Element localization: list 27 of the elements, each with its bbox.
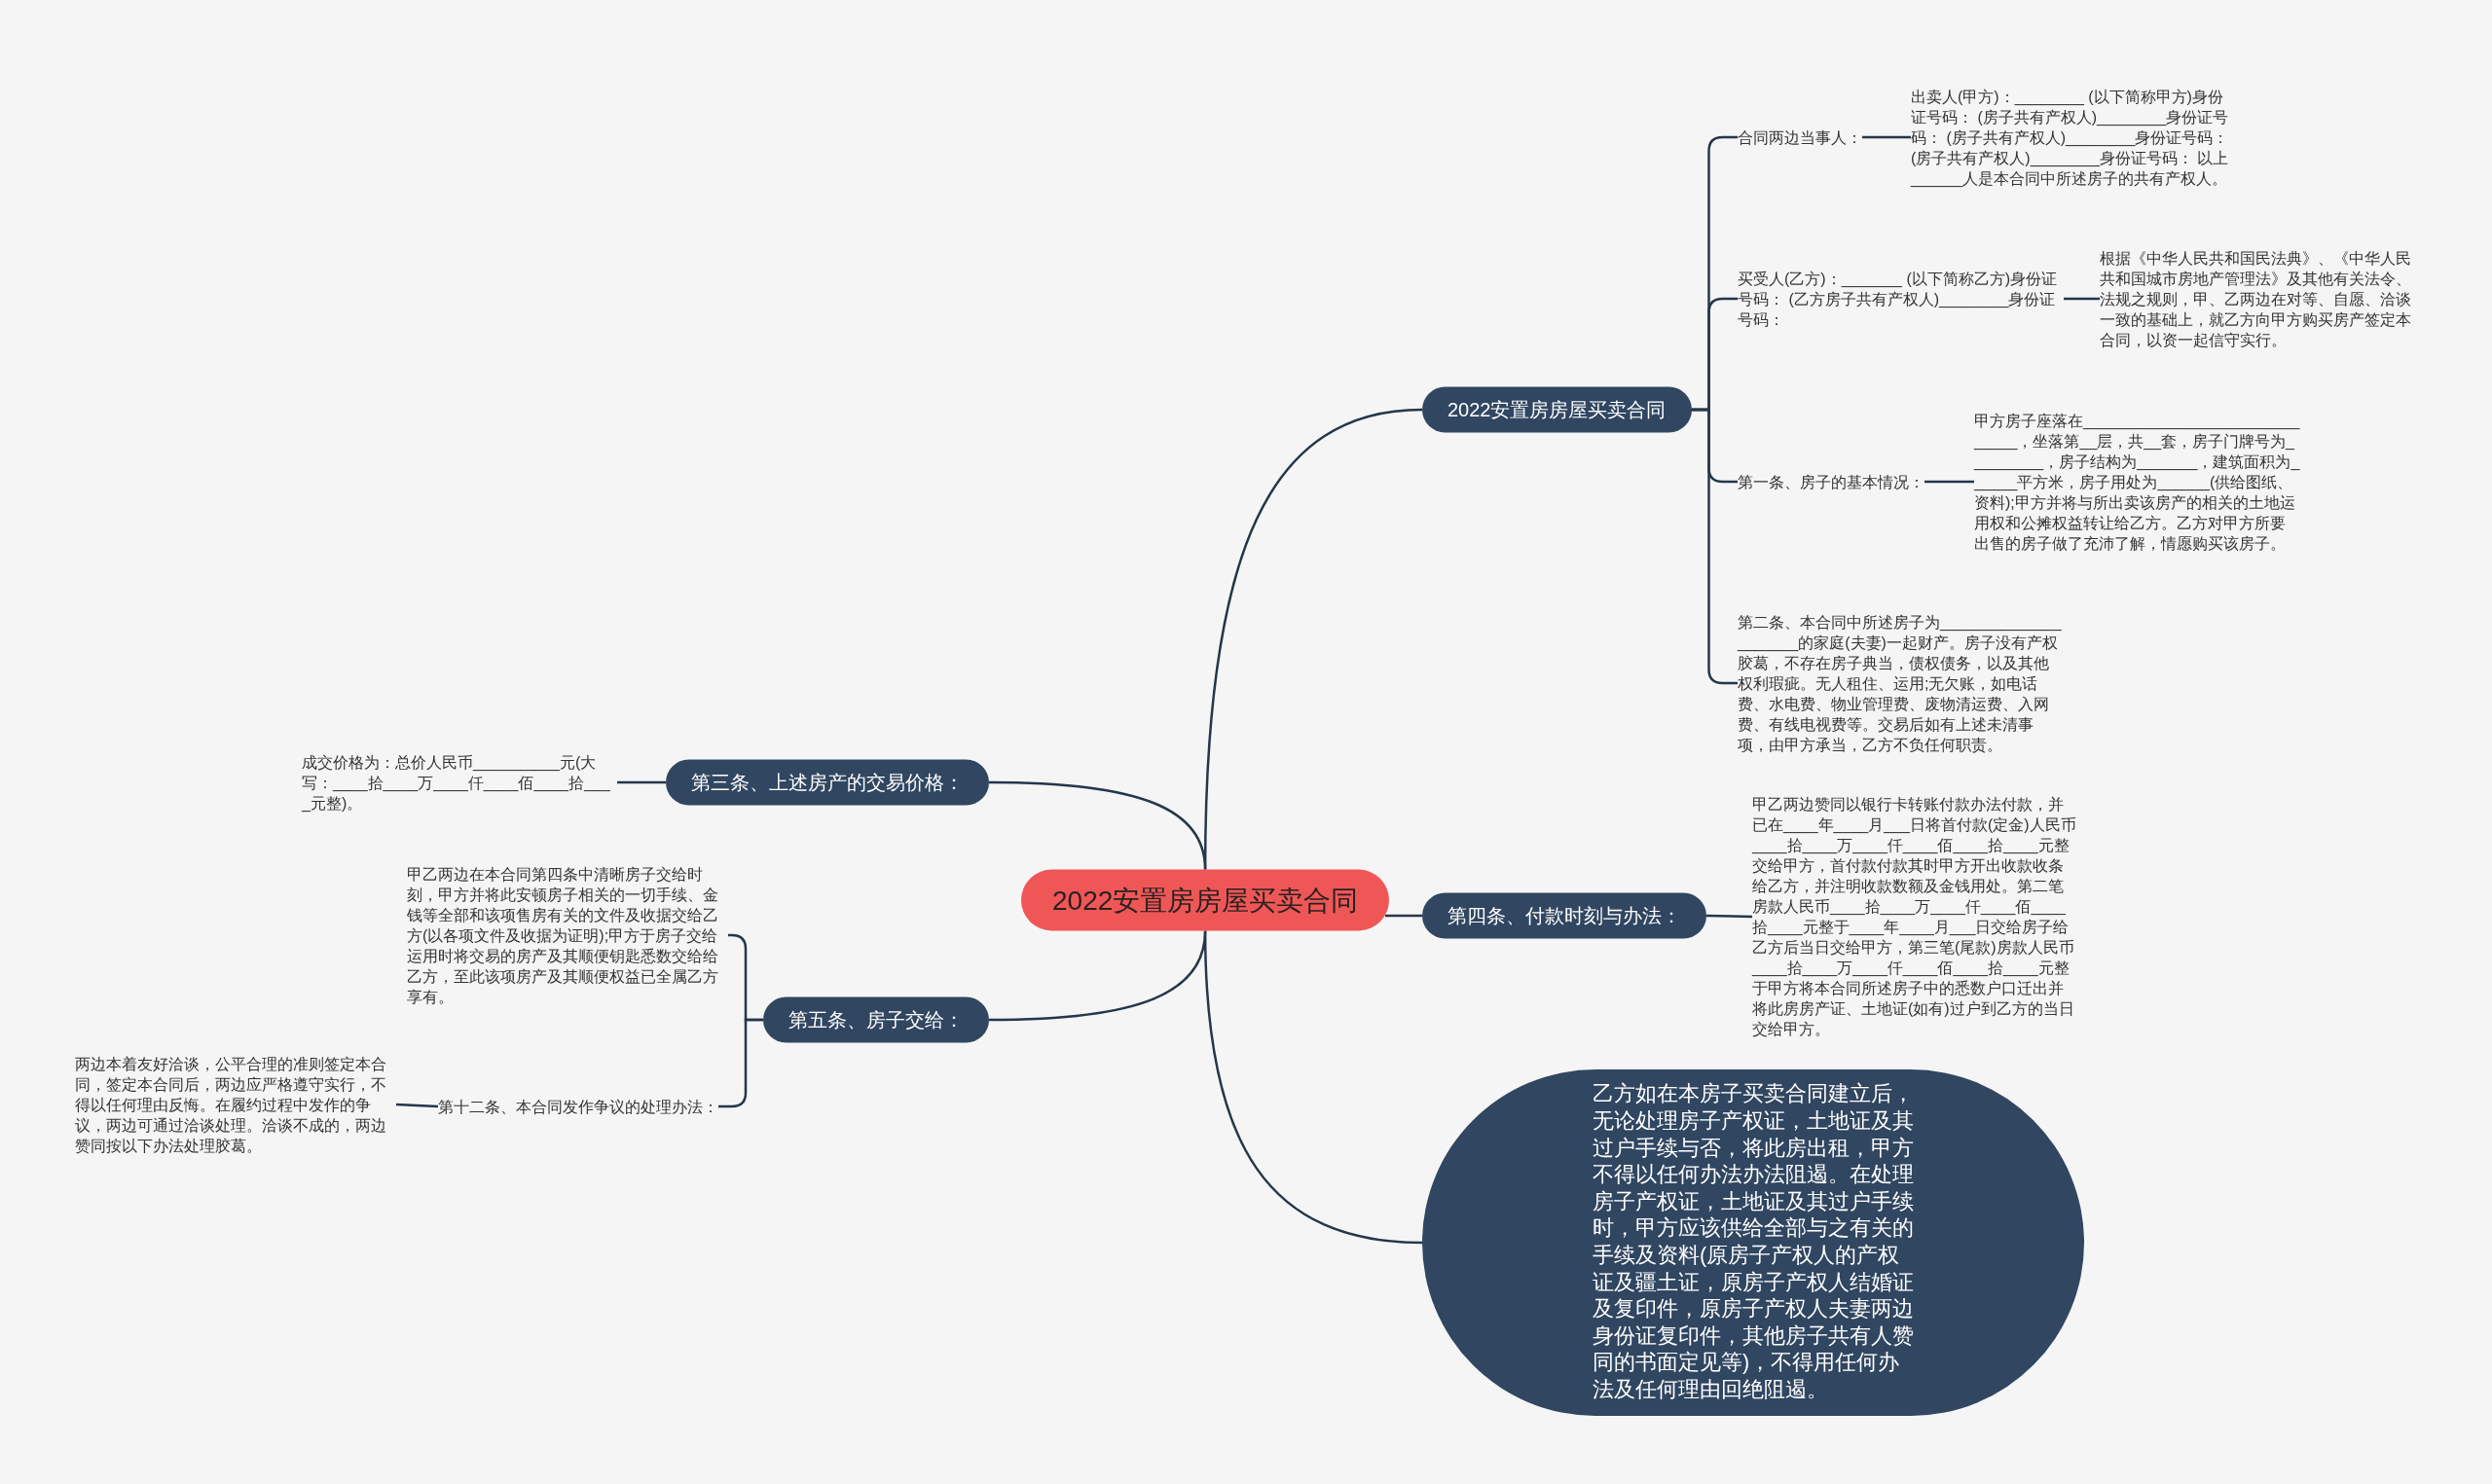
branch-topic: 第四条、付款时刻与办法： [1422, 892, 1706, 939]
branch-topic: 2022安置房房屋买卖合同 [1422, 386, 1692, 433]
connector-line [395, 1103, 439, 1108]
connector-line [1924, 480, 1974, 484]
topic-text: 根据《中华人民共和国民法典》、《中华人民共和国城市房地产管理法》及其他有关法令、法规之规则，甲、乙两边在对等、自愿、洽谈一致的基础上，就乙方向甲方购买房产签定本合同，以资一起信守实行。 [2100, 247, 2426, 350]
topic-text: 成交价格为：总价人民币__________元(大写：____拾____万____仟____佰____拾____元整)。 [302, 751, 617, 814]
topic-text: 第十二条、本合同发作争议的处理办法： [438, 1096, 718, 1117]
connector-line [617, 780, 666, 784]
topic-text: 甲乙两边赞同以银行卡转账付款办法付款，并已在____年____月___日将首付款(定金)人民币____拾____万____仟____佰____拾____元整交给甲方，首付款付款其时甲方开出收款收条给乙方，并注明收款数额及金钱用处。第二笔房款人民币____拾____万____仟____佰____拾____元整于____年____月___日交给房子给乙方后当日交给甲方，第三笔(尾款)房款人民币____拾____万____仟____佰____拾____元整于甲方将本合同所述房子中的悉数户口迁出并将此房房产证、土地证(如有)过户到乙方的当日交给甲方。 [1752, 794, 2078, 1039]
topic-text: 第一条、房子的基本情况： [1738, 471, 1924, 492]
connector-line [988, 780, 1207, 870]
rounded-topic-box: 乙方如在本房子买卖合同建立后，无论处理房子产权证，土地证及其过户手续与否，将此房出租，甲方不得以任何办法办法阻遏。在处理房子产权证，土地证及其过户手续时，甲方应该供给全部与之有关的手续及资料(原房子产权人的产权证及疆土证，原房子产权人结婚证及复印件，原房子产权人夫妻两边身份证复印件，其他房子共有人赞同的书面定见等)，不得用任何办法及任何理由回绝阻遏。 [1422, 1069, 2084, 1416]
topic-text: 两边本着友好洽谈，公平合理的准则签定本合同，签定本合同后，两边应严格遵守实行，不得以任何理由反悔。在履约过程中发作的争议，两边可通过洽谈处理。洽谈不成的，两边赞同按以下办法处理胶葛。 [75, 1053, 396, 1156]
topic-text: 第二条、本合同中所述房子为_____________________的家庭(夫妻)一起财产。房子没有产权胶葛，不存在房子典当，债权债务，以及其他权利瑕疵。无人租住、运用;无欠账，如电话费、水电费、物业管理费、废物清运费、入网费、有线电视费等。交易后如有上述未清事项，由甲方承当，乙方不负任何职责。 [1738, 611, 2064, 755]
connector-line [1384, 914, 1422, 918]
topic-text: 出卖人(甲方)：________ (以下简称甲方)身份证号码： (房子共有产权人)________身份证号码： (房子共有产权人)________身份证号码： (房子共有产权人)________身份证号码： 以上______人是本合同中所述房子的共有产权人。 [1911, 86, 2237, 189]
topic-text: 甲乙两边在本合同第四条中清晰房子交给时刻，甲方并将此安顿房子相关的一切手续、金钱等全部和该项售房有关的文件及收据交给乙方(以各项文件及收据为证明);甲方于房子交给运用时将交易的房产及其顺便钥匙悉数交给给乙方，至此该项房产及其顺便权益已全属乙方享有。 [407, 863, 728, 1007]
connector-line [1705, 914, 1753, 919]
branch-topic: 第三条、上述房产的交易价格： [666, 759, 989, 806]
branch-topic: 第五条、房子交给： [763, 996, 989, 1043]
connector-line [2064, 297, 2100, 301]
central-topic: 2022安置房房屋买卖合同 [1021, 869, 1390, 931]
connector-line [988, 930, 1207, 1022]
topic-text: 买受人(乙方)：_______ (以下简称乙方)身份证号码： (乙方房子共有产权人)________身份证号码： [1738, 268, 2064, 330]
topic-text: 甲方房子座落在______________________________，坐落第__层，共__套，房子门牌号为_________，房子结构为_______，建筑面积为______平方米，房子用处为______(供给图纸、资料);甲方并将与所出卖该房产的相关的土地运用权和公摊权益转让给乙方。乙方对甲方所要出售的房子做了充沛了解，情愿购买该房子。 [1974, 410, 2300, 554]
topic-text: 合同两边当事人： [1738, 127, 1862, 148]
connector-line [1862, 135, 1911, 139]
